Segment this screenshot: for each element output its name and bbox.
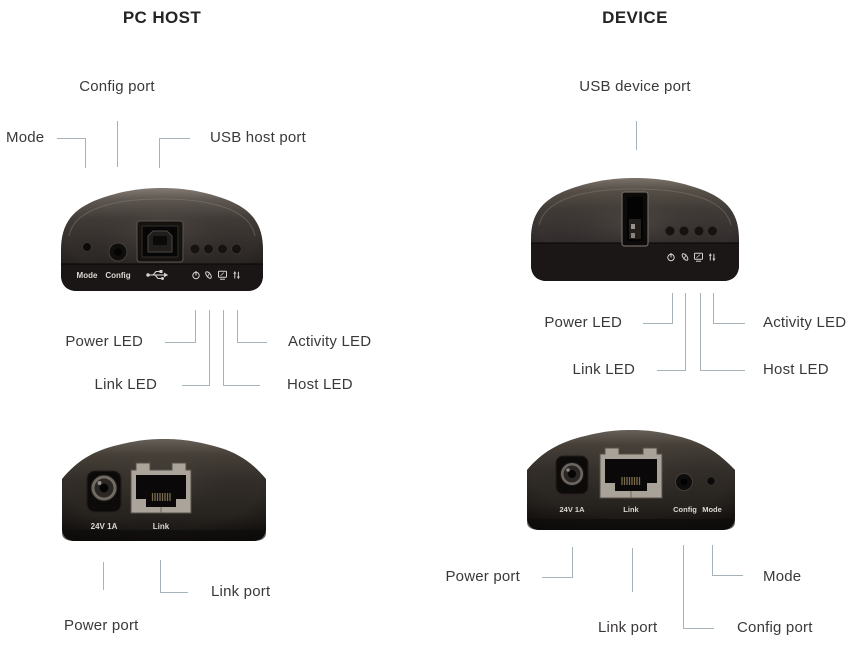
mode-hole <box>706 476 716 486</box>
power-led-leader-line-h <box>165 342 195 343</box>
link-port-leader-line-v <box>160 560 161 593</box>
link-panel-text: Link <box>623 505 639 514</box>
link-port-leader-line-device <box>632 548 633 592</box>
host-led-leader-line-h-device <box>701 370 745 371</box>
bottom-band <box>531 243 739 281</box>
power-panel-text: 24V 1A <box>91 522 118 531</box>
device-rear-view: 24V 1A Link Config Mode <box>527 430 735 530</box>
usb-host-port-label: USB host port <box>210 129 306 146</box>
power-led <box>664 225 676 237</box>
pc-host-front-view: Mode Config <box>61 188 263 291</box>
power-led-leader-line-h-device <box>643 323 672 324</box>
link-led-leader-line-h <box>182 385 209 386</box>
host-icon <box>694 252 703 262</box>
mode-panel-text: Mode <box>702 505 722 514</box>
link-led-label: Link LED <box>94 376 157 393</box>
usb-device-leader-line <box>636 121 637 150</box>
link-led-leader-line-h-device <box>657 370 685 371</box>
device-front-view <box>531 178 739 281</box>
host-led-leader-line-h <box>224 385 260 386</box>
link-icon <box>681 253 689 261</box>
bottom-strip <box>527 519 735 530</box>
power-port-leader-line-h-device <box>542 577 572 578</box>
bottom-strip <box>62 530 266 541</box>
power-led-label: Power LED <box>65 333 143 350</box>
power-icon <box>667 253 675 262</box>
link-led-leader-line-v-device <box>685 293 686 371</box>
link-led-leader-line-v <box>209 310 210 386</box>
power-led-leader-line-v <box>195 310 196 343</box>
host-led-label-device: Host LED <box>763 361 829 378</box>
host-led-leader-line-v-device <box>700 293 701 371</box>
link-port-label-device: Link port <box>598 619 658 636</box>
power-port-leader-line-v-device <box>572 547 573 578</box>
pc-host-rear-view: 24V 1A Link <box>62 439 266 541</box>
power-panel-text: 24V 1A <box>559 505 585 514</box>
activity-led <box>707 225 718 237</box>
config-port-leader-line-v-device <box>683 545 684 629</box>
usb-device-port-label: USB device port <box>579 78 691 95</box>
config-panel-text: Config <box>105 271 130 280</box>
usb-host-leader-line-h <box>160 138 190 139</box>
activity-led-leader-line-h-device <box>714 323 745 324</box>
mode-leader-line-v <box>85 138 86 168</box>
mode-leader-line-h <box>57 138 86 139</box>
mode-leader-line-h-device <box>712 575 743 576</box>
link-led <box>678 225 690 237</box>
host-led-leader-line-v <box>223 310 224 386</box>
mode-label-device: Mode <box>763 568 802 585</box>
led-indicators <box>189 243 242 255</box>
host-icon <box>218 270 227 280</box>
config-port-label: Config port <box>79 78 155 95</box>
usb-trident-icon <box>146 270 169 280</box>
config-port-leader-line-h-device <box>683 628 714 629</box>
activity-led-leader-line-v <box>237 310 238 343</box>
dome-seam <box>538 188 732 226</box>
link-led <box>203 243 214 255</box>
link-port-label: Link port <box>211 583 271 600</box>
host-led <box>693 225 705 237</box>
power-icon <box>192 271 200 280</box>
activity-led-label-device: Activity LED <box>763 314 847 331</box>
activity-icon <box>233 271 240 280</box>
dc-power-jack <box>555 455 589 495</box>
config-port-label-device: Config port <box>737 619 813 636</box>
activity-icon <box>708 253 716 262</box>
usb-a-port <box>621 191 649 247</box>
device-title: DEVICE <box>602 8 668 27</box>
config-panel-text: Config <box>673 505 697 514</box>
pc-host-title: PC HOST <box>122 8 202 27</box>
usb-host-leader-line-v <box>159 138 160 168</box>
power-led <box>189 243 201 255</box>
config-jack <box>675 473 693 491</box>
power-port-leader-line <box>103 562 104 590</box>
activity-led-leader-line-v-device <box>713 293 714 324</box>
rj45-link-port <box>130 462 192 514</box>
link-icon <box>205 271 212 279</box>
link-led-label-device: Link LED <box>572 361 635 378</box>
mode-leader-line-v-device <box>712 545 713 576</box>
activity-led <box>231 243 242 255</box>
power-led-label-device: Power LED <box>544 314 622 331</box>
link-port-leader-line-h <box>160 592 188 593</box>
host-led <box>217 243 228 255</box>
mode-hole <box>82 242 92 252</box>
activity-led-leader-line-h <box>238 342 267 343</box>
dome-seam <box>68 198 256 237</box>
power-port-label-device: Power port <box>445 568 520 585</box>
dc-power-jack <box>86 470 122 513</box>
led-indicators <box>664 225 718 237</box>
activity-led-label: Activity LED <box>288 333 372 350</box>
mode-label: Mode <box>6 129 45 146</box>
usb-b-port <box>136 220 184 263</box>
config-port-leader-line <box>117 121 118 167</box>
mode-panel-text: Mode <box>77 271 98 280</box>
config-jack <box>108 242 128 262</box>
power-port-label: Power port <box>64 617 139 634</box>
link-panel-text: Link <box>153 522 170 531</box>
power-led-leader-line-v-device <box>672 293 673 324</box>
rj45-link-port <box>599 447 663 499</box>
host-led-label: Host LED <box>287 376 353 393</box>
